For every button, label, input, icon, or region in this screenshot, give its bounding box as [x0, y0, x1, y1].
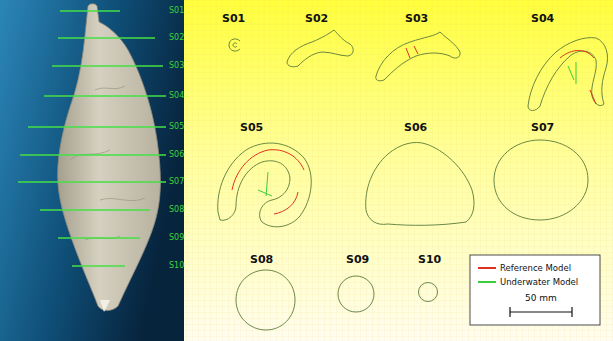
- section-label: S07: [169, 178, 184, 186]
- section-label: S04: [531, 13, 554, 24]
- section-label: S10: [169, 262, 184, 270]
- section-label: S05: [169, 123, 184, 131]
- section-label: S01: [169, 7, 184, 15]
- section-label: S08: [169, 206, 184, 214]
- section-label: S02: [169, 34, 184, 42]
- legend-text: Reference Model: [500, 264, 571, 273]
- section-label: S09: [346, 254, 369, 265]
- section-label: S04: [169, 92, 184, 100]
- section-label: S03: [169, 62, 184, 70]
- section-label: S06: [404, 122, 427, 133]
- section-label: S01: [222, 13, 245, 24]
- scale-label: 50 mm: [525, 294, 557, 303]
- section-label: S03: [405, 13, 428, 24]
- section-label: S06: [169, 151, 184, 159]
- section-label: S09: [169, 234, 184, 242]
- section-label: S05: [240, 122, 263, 133]
- section-label: S07: [531, 122, 554, 133]
- section-label: S08: [250, 254, 273, 265]
- legend-text: Underwater Model: [500, 278, 578, 287]
- section-label: S02: [305, 13, 328, 24]
- section-label: S10: [418, 254, 441, 265]
